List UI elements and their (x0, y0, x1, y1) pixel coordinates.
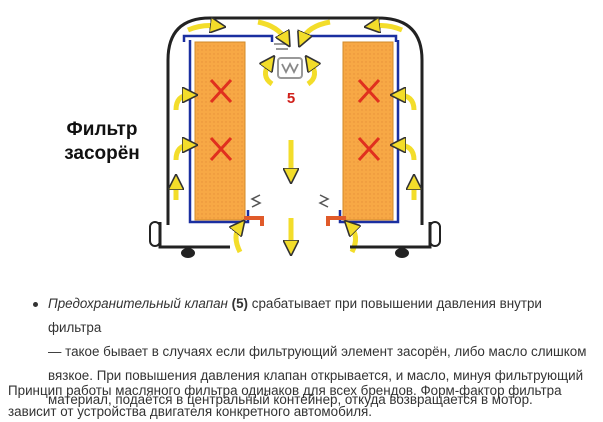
flow-arrows (176, 22, 414, 252)
filter-element-left (194, 41, 246, 221)
check-valve-left (244, 194, 264, 226)
filter-element-right (342, 41, 394, 221)
bypass-valve (274, 43, 303, 79)
bullet-line-3: вязкое. При повышения давления клапан от… (48, 368, 584, 383)
summary-paragraph: Принцип работы масляного фильтра одинако… (8, 380, 598, 422)
oil-filter-diagram: 5 (149, 16, 441, 258)
bullet-line-1-rest: срабатывает при повышении давления внутр… (48, 296, 542, 335)
valve-term: Предохранительный клапан (48, 296, 228, 311)
valve-number: 5 (287, 90, 295, 107)
bullet-line-2: — такое бывает в случаях если фильтрующи… (48, 344, 587, 359)
paragraph-line-1: Принцип работы масляного фильтра одинако… (8, 383, 562, 398)
caption-line-2: засорён (64, 143, 140, 164)
gasket-right (429, 221, 441, 247)
caption-line-1: Фильтр (66, 119, 138, 140)
paragraph-line-2: зависит от устройства двигателя конкретн… (8, 404, 373, 419)
filter-housing (166, 16, 424, 225)
top-plate (182, 34, 398, 42)
bullet-line-4: материал, подаётся в центральный контейн… (48, 392, 533, 407)
check-valve-right (318, 194, 346, 226)
seal-ring-left (181, 248, 195, 258)
valve-number-ref: (5) (231, 296, 249, 311)
base-plate (158, 222, 432, 249)
diagram-caption: Фильтр засорён (52, 118, 152, 166)
bullet-line-1: Предохранительный клапан (5) срабатывает… (48, 292, 596, 340)
clogged-mark (209, 78, 381, 162)
bullet-marker (33, 302, 38, 307)
gasket-left (149, 221, 161, 247)
bypass-valve-description: Предохранительный клапан (5) срабатывает… (33, 292, 596, 412)
seal-ring-right (395, 248, 409, 258)
